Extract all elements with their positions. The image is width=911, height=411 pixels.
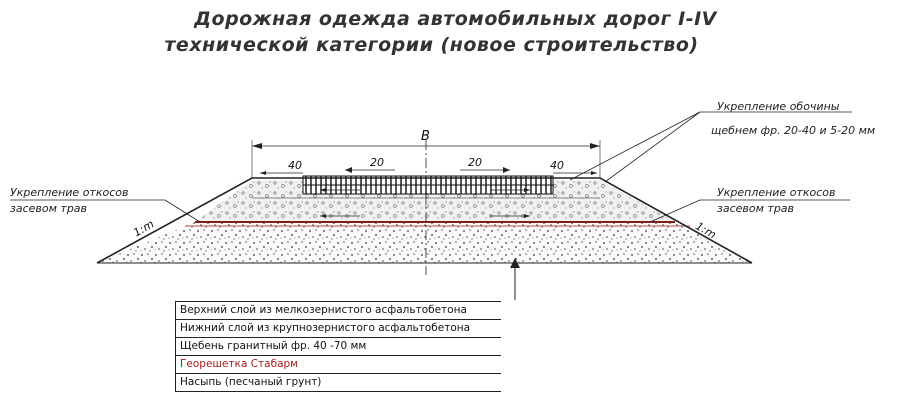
shoulder-note-line-2: щебнем фр. 20-40 и 5-20 мм bbox=[711, 124, 876, 137]
legend-row-geogrid: Георешетка Стабарм bbox=[176, 355, 501, 373]
road-cross-section bbox=[10, 111, 852, 300]
left-shoulder-dimension: 40 bbox=[288, 159, 302, 172]
diagram-title-line-1: Дорожная одежда автомобильных дорог I-IV bbox=[194, 8, 717, 30]
right-slope-note-line-1: Укрепление откосов bbox=[717, 186, 836, 199]
embankment-sand-layer bbox=[97, 222, 752, 263]
left-lane-dimension: 20 bbox=[370, 156, 384, 169]
diagram-title-line-2: технической категории (новое строительст… bbox=[164, 34, 699, 56]
legend-row-crushed-stone: Щебень гранитный фр. 40 -70 мм bbox=[176, 337, 501, 355]
left-slope-note-line-1: Укрепление откосов bbox=[10, 186, 129, 199]
embankment-outline bbox=[96, 177, 753, 264]
shoulder-note-line-1: Укрепление обочины bbox=[717, 100, 840, 113]
right-lane-dimension: 20 bbox=[468, 156, 482, 169]
legend-pointer-arrow bbox=[510, 258, 520, 268]
right-slope-note-line-2: засевом трав bbox=[717, 202, 795, 215]
legend-row-bottom-asphalt: Нижний слой из крупнозернистого асфальто… bbox=[176, 319, 501, 337]
right-shoulder-dimension: 40 bbox=[550, 159, 564, 172]
legend-row-top-asphalt: Верхний слой из мелкозернистого асфальто… bbox=[176, 301, 501, 319]
left-slope-note-line-2: засевом трав bbox=[10, 202, 88, 215]
layers-legend: Верхний слой из мелкозернистого асфальто… bbox=[175, 301, 501, 392]
legend-row-embankment: Насыпь (песчаный грунт) bbox=[176, 373, 501, 392]
width-label: B bbox=[421, 129, 430, 144]
